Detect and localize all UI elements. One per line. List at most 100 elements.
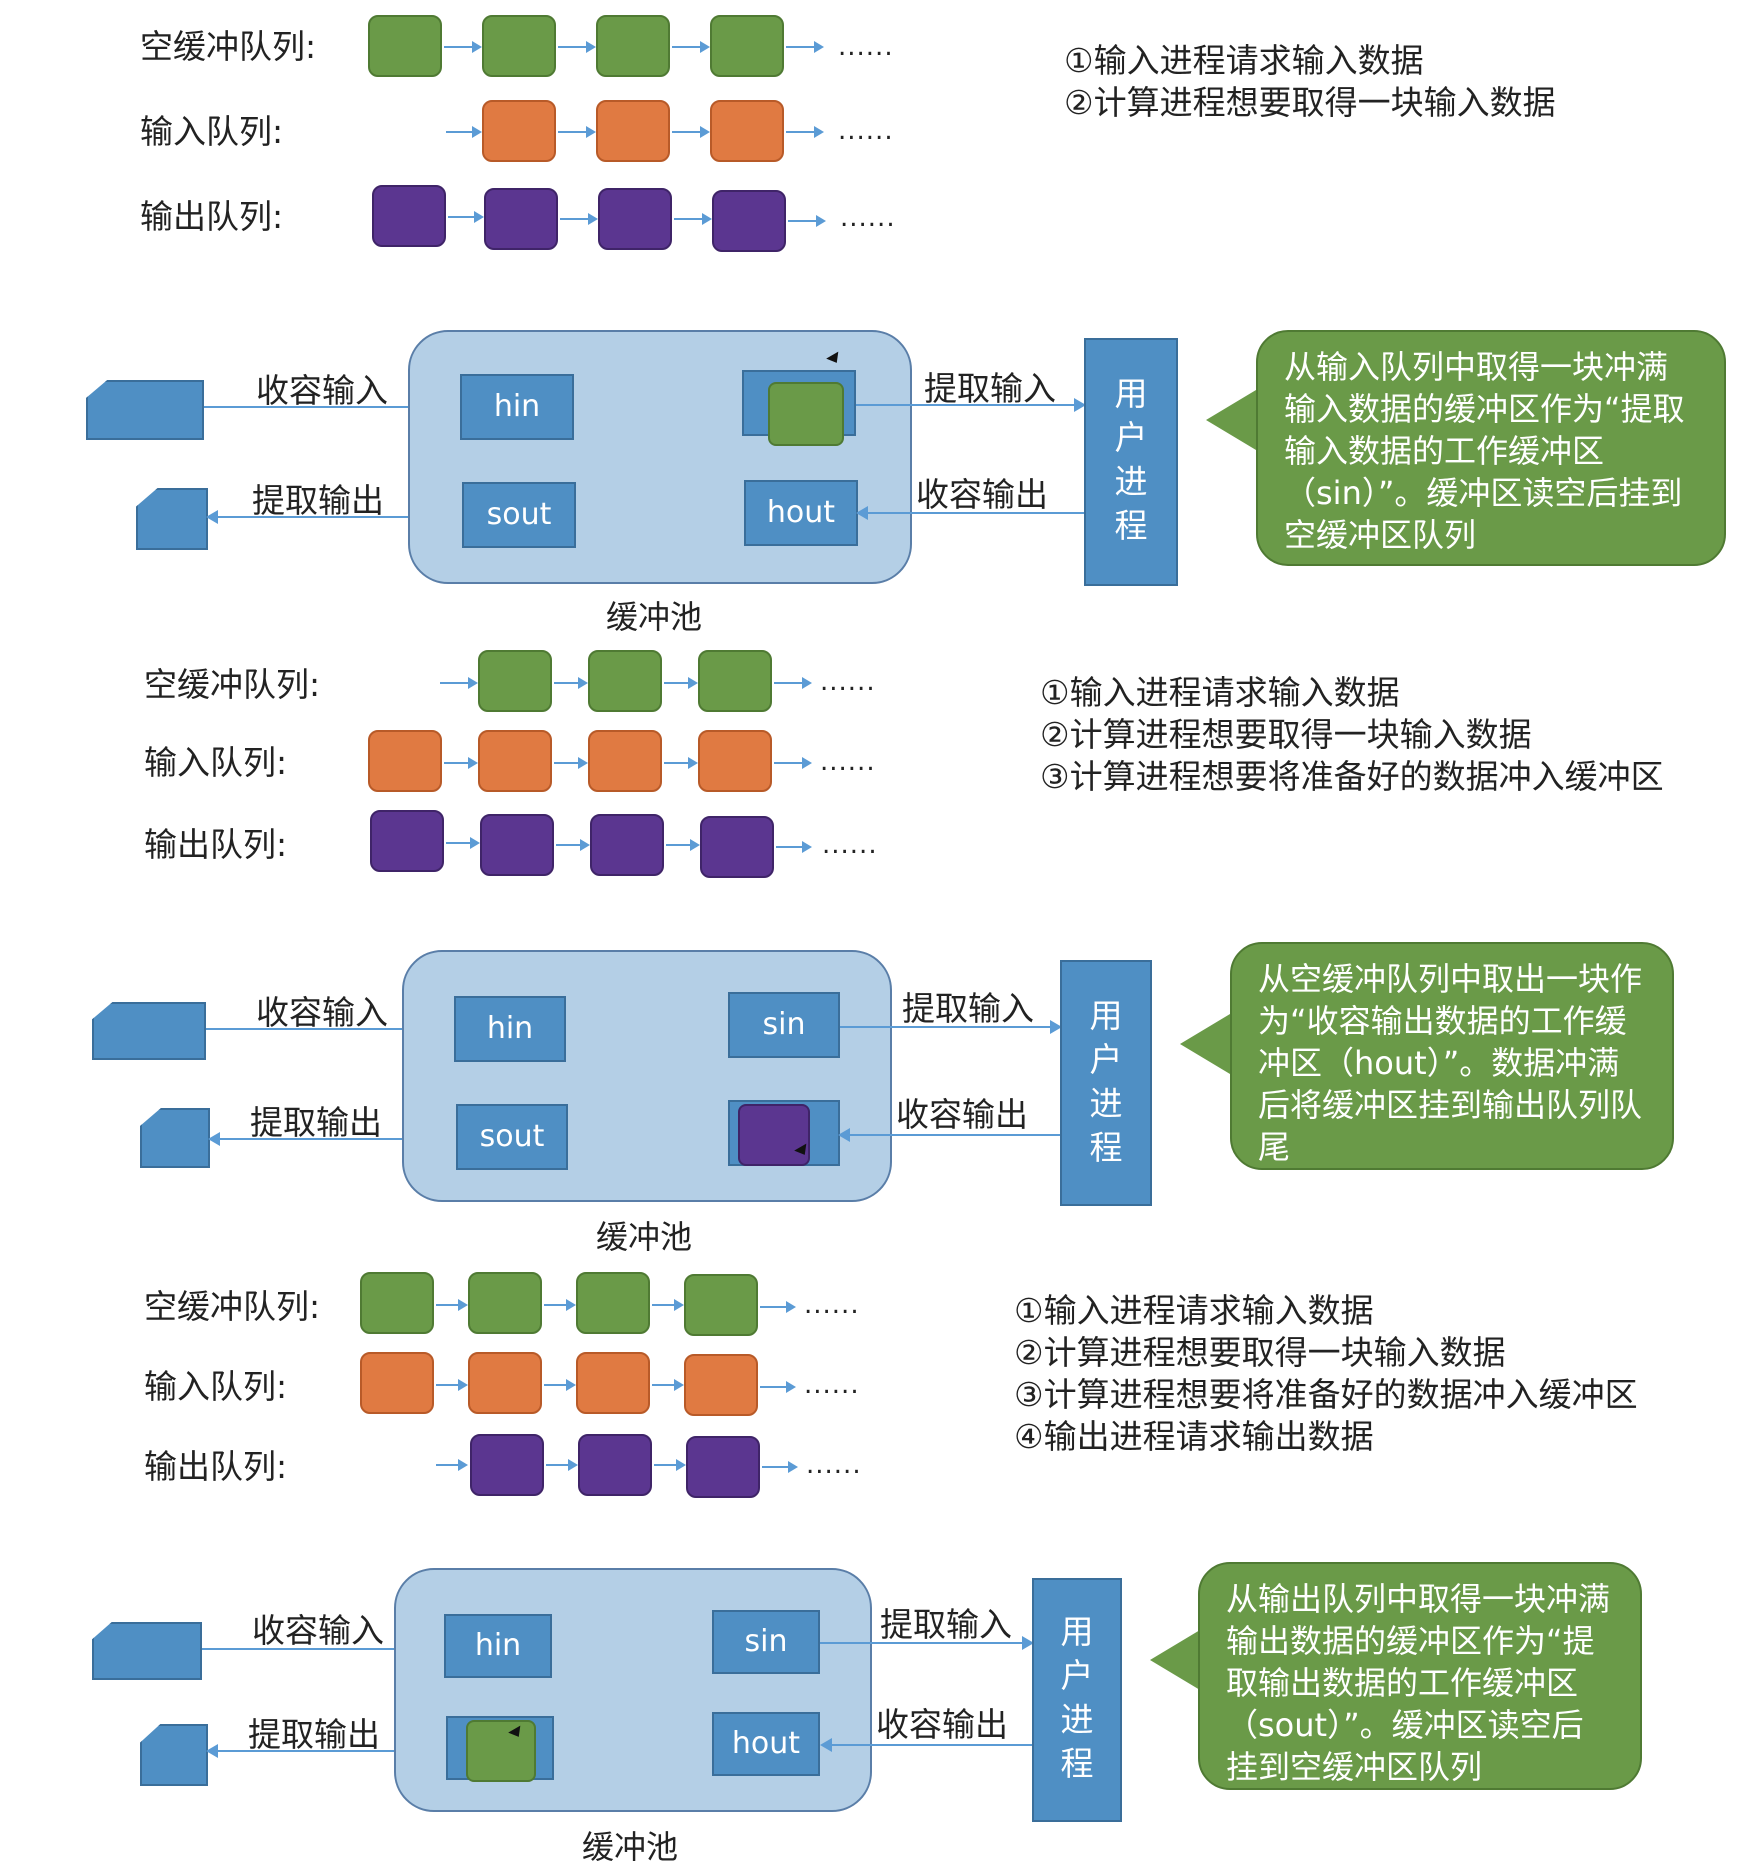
extract-input-arrow [856, 398, 1086, 412]
pool-label: 缓冲池 [606, 598, 703, 636]
taken-buffer [738, 1104, 810, 1166]
queue-arrow [786, 126, 824, 138]
empty-queue-label: 空缓冲队列: [144, 665, 321, 704]
input-buffer [360, 1352, 434, 1414]
extract-input-label: 提取输入 [924, 369, 1056, 408]
input-buffer [588, 730, 662, 792]
pool-label: 缓冲池 [596, 1218, 693, 1256]
empty-buffer [368, 15, 442, 77]
output-device [136, 488, 208, 550]
queue-more: ...... [820, 667, 876, 697]
input-queue-label: 输入队列: [140, 112, 284, 151]
step-list: ①输入进程请求输入数据 ②计算进程想要取得一块输入数据 ③计算进程想要将准备好的… [1040, 672, 1664, 798]
input-queue-label: 输入队列: [144, 1367, 288, 1406]
input-buffer [576, 1352, 650, 1414]
pool-label: 缓冲池 [582, 1828, 679, 1866]
queue-arrow [544, 1379, 576, 1391]
hin-buffer: hin [454, 996, 566, 1062]
step-2: ②计算进程想要取得一块输入数据 [1040, 715, 1532, 754]
queue-arrow [774, 757, 812, 769]
queue-arrow [786, 41, 824, 53]
queue-arrow [672, 126, 710, 138]
queue-more: ...... [806, 1450, 862, 1480]
output-buffer [700, 816, 774, 878]
queue-arrow [776, 841, 812, 853]
hin-buffer: hin [444, 1614, 552, 1678]
queue-arrow [444, 757, 478, 769]
note-bubble: 从输出队列中取得一块冲满输出数据的缓冲区作为“提取输出数据的工作缓冲区（sout… [1198, 1562, 1642, 1790]
input-device [92, 1622, 202, 1680]
input-device [92, 1002, 206, 1060]
output-buffer [370, 810, 444, 872]
hout-buffer: hout [712, 1712, 820, 1776]
extract-input-arrow [820, 1636, 1034, 1650]
output-device [140, 1724, 208, 1786]
queue-more: ...... [820, 747, 876, 777]
empty-buffer [710, 15, 784, 77]
queue-arrow [546, 1459, 578, 1471]
panel-2: 空缓冲队列: ...... 输入队列: ...... 输出队列: ...... … [0, 630, 1745, 1256]
input-buffer [596, 100, 670, 162]
extract-output-arrow [206, 1744, 448, 1758]
empty-buffer [468, 1272, 542, 1334]
collect-output-arrow [820, 1738, 1032, 1752]
note-bubble: 从空缓冲队列中取出一块作为“收容输出数据的工作缓冲区（hout）”。数据冲满后将… [1230, 942, 1674, 1170]
taken-buffer [466, 1720, 536, 1782]
collect-output-label: 收容输出 [876, 1705, 1008, 1744]
step-list: ①输入进程请求输入数据 ②计算进程想要取得一块输入数据 [1064, 40, 1556, 124]
queue-arrow [446, 837, 480, 849]
sin-buffer: sin [728, 992, 840, 1058]
queue-arrow [652, 1379, 684, 1391]
queue-arrow [664, 677, 698, 689]
input-device [86, 380, 204, 440]
empty-buffer [698, 650, 772, 712]
queue-arrow [560, 213, 598, 225]
queue-more: ...... [804, 1290, 860, 1320]
user-process: 用 户 进 程 [1060, 960, 1152, 1206]
taken-buffer [768, 382, 844, 446]
empty-buffer [576, 1272, 650, 1334]
queue-arrow [774, 677, 812, 689]
sin-buffer: sin [712, 1610, 820, 1674]
hin-buffer: hin [460, 374, 574, 440]
queue-arrow [556, 839, 590, 851]
extract-input-arrow [840, 1020, 1062, 1034]
extract-input-label: 提取输入 [880, 1605, 1012, 1644]
input-buffer [710, 100, 784, 162]
queue-arrow [544, 1299, 576, 1311]
output-buffer [470, 1434, 544, 1496]
collect-output-label: 收容输出 [916, 475, 1048, 514]
queue-more: ...... [804, 1370, 860, 1400]
hout-buffer: hout [744, 480, 858, 546]
collect-input-label: 收容输入 [252, 1611, 384, 1650]
output-buffer [480, 814, 554, 876]
input-buffer [684, 1354, 758, 1416]
queue-arrow [664, 757, 698, 769]
collect-output-label: 收容输出 [896, 1095, 1028, 1134]
queue-more: ...... [822, 830, 878, 860]
input-queue-label: 输入队列: [144, 743, 288, 782]
empty-queue-label: 空缓冲队列: [140, 27, 317, 66]
note-tail [1180, 1014, 1230, 1074]
empty-buffer [596, 15, 670, 77]
queue-arrow [760, 1381, 796, 1393]
input-buffer [368, 730, 442, 792]
panel-1: 空缓冲队列: ...... 输入队列: ...... 输出队列: ...... … [0, 0, 1745, 636]
queue-arrow [558, 41, 596, 53]
empty-queue-label: 空缓冲队列: [144, 1287, 321, 1326]
queue-arrow [654, 1459, 686, 1471]
extract-output-label: 提取输出 [248, 1715, 380, 1754]
input-buffer [698, 730, 772, 792]
step-3: ③计算进程想要将准备好的数据冲入缓冲区 [1014, 1375, 1638, 1414]
output-buffer [484, 188, 558, 250]
step-1: ①输入进程请求输入数据 [1014, 1291, 1374, 1330]
queue-arrow [436, 1299, 468, 1311]
user-process: 用 户 进 程 [1032, 1578, 1122, 1822]
output-buffer [578, 1434, 652, 1496]
output-device [140, 1108, 210, 1168]
queue-arrow [554, 757, 588, 769]
queue-arrow [762, 1461, 798, 1473]
output-buffer [598, 188, 672, 250]
output-buffer [686, 1436, 760, 1498]
extract-output-arrow [208, 1132, 458, 1146]
